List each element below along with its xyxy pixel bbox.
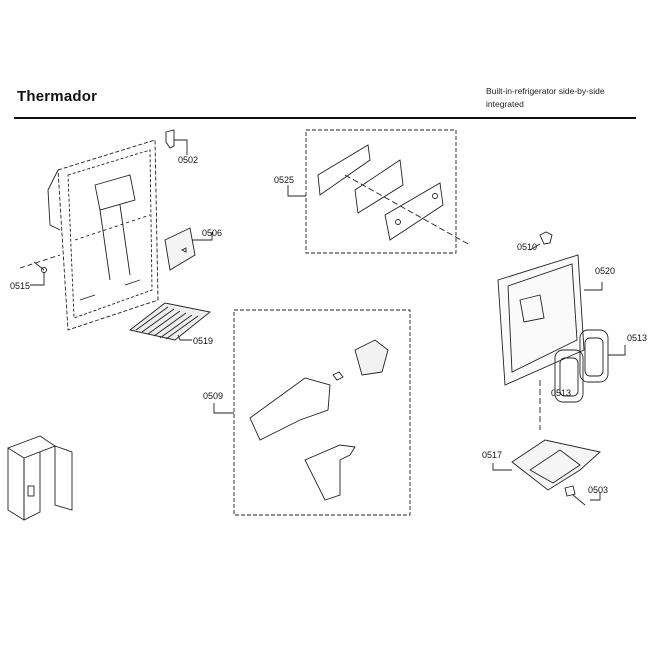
part-label-0513-left[interactable]: 0513 <box>551 388 572 398</box>
brand-title: Thermador <box>17 88 98 105</box>
part-0509-dispenser-mechanism-group <box>213 309 411 516</box>
part-0506-cover <box>164 227 213 271</box>
diagram-subtitle: Built-in-refrigerator side-by-side integ… <box>486 85 636 111</box>
part-label-0503[interactable]: 0503 <box>588 485 609 495</box>
part-0503-fitting <box>564 485 601 506</box>
part-0525-control-panel-group <box>287 129 471 254</box>
part-label-0517[interactable]: 0517 <box>482 450 503 460</box>
part-0502-clip <box>165 129 188 155</box>
header-divider <box>14 117 636 119</box>
part-label-0519[interactable]: 0519 <box>193 336 214 346</box>
part-label-0502[interactable]: 0502 <box>178 155 199 165</box>
subtitle-line-2: integrated <box>486 99 524 109</box>
part-0515-screw <box>30 261 47 286</box>
part-label-0506[interactable]: 0506 <box>202 228 223 238</box>
part-label-0525[interactable]: 0525 <box>274 175 295 185</box>
part-0513-paddles <box>554 329 626 403</box>
part-0517-drain-bracket <box>492 439 601 491</box>
dispenser-housing-frame <box>19 139 159 331</box>
part-label-0510[interactable]: 0510 <box>517 242 538 252</box>
part-0519-drip-tray <box>128 302 212 341</box>
part-0520-dispenser-housing <box>497 231 603 430</box>
refrigerator-thumbnail <box>6 435 73 521</box>
subtitle-line-1: Built-in-refrigerator side-by-side <box>486 86 605 96</box>
part-label-0520[interactable]: 0520 <box>595 266 616 276</box>
part-label-0509[interactable]: 0509 <box>203 391 224 401</box>
part-label-0515[interactable]: 0515 <box>10 281 31 291</box>
part-label-0513-right[interactable]: 0513 <box>627 333 648 343</box>
